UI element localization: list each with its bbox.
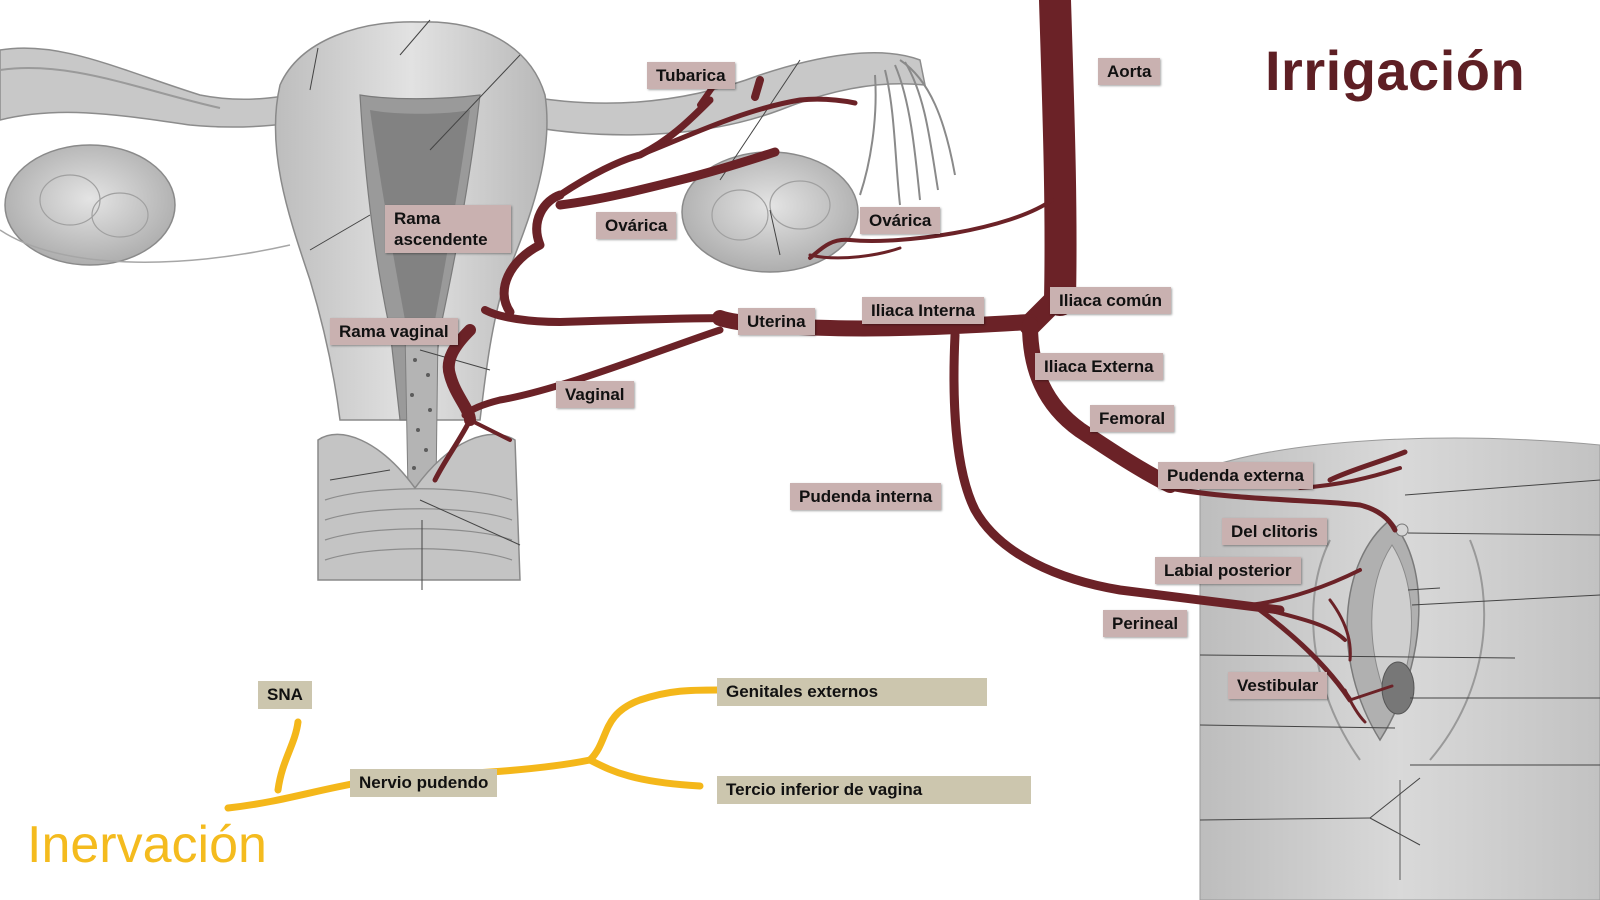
- aorta-vessel: [1039, 0, 1077, 316]
- label-iliaca-interna: Iliaca Interna: [862, 297, 984, 324]
- label-pudenda-externa: Pudenda externa: [1158, 462, 1313, 489]
- label-genitales-externos: Genitales externos: [717, 678, 987, 706]
- vaginal-branch: [442, 324, 476, 426]
- innervation-title: Inervación: [27, 816, 267, 874]
- external-pudendal-vessel: [1167, 485, 1398, 533]
- label-sna: SNA: [258, 681, 312, 709]
- label-labial-posterior: Labial posterior: [1155, 557, 1301, 584]
- branch-to-external-genitals: [586, 686, 722, 764]
- label-vestibular: Vestibular: [1228, 672, 1328, 699]
- label-pudenda-interna: Pudenda interna: [790, 483, 942, 510]
- internal-pudendal-vessel: [949, 330, 1285, 615]
- ovarian-branch: [555, 147, 780, 210]
- label-perineal: Perineal: [1103, 610, 1188, 637]
- label-iliaca-externa: Iliaca Externa: [1035, 353, 1163, 380]
- label-femoral: Femoral: [1090, 405, 1175, 432]
- vulva-illustration: [1199, 437, 1600, 900]
- label-rama-vaginal: Rama vaginal: [330, 318, 458, 345]
- sna-nerve-line: [274, 718, 302, 794]
- label-ovarica-uterine: Ovárica: [596, 212, 677, 239]
- label-aorta: Aorta: [1098, 58, 1161, 85]
- label-ovarica-aortic: Ovárica: [860, 207, 941, 234]
- label-vaginal: Vaginal: [556, 381, 634, 408]
- irrigation-title: Irrigación: [1265, 39, 1526, 102]
- branch-to-lower-vagina: [586, 756, 704, 790]
- ovarian-artery-from-aorta: [808, 198, 1054, 260]
- label-tubarica: Tubarica: [647, 62, 735, 89]
- external-iliac-vessel: [1022, 317, 1178, 493]
- ascending-branch: [499, 190, 565, 317]
- label-rama-ascendente: Rama ascendente: [385, 205, 511, 253]
- label-nervio-pudendo: Nervio pudendo: [350, 769, 498, 797]
- uterine-artery: [481, 306, 744, 326]
- label-del-clitoris: Del clitoris: [1222, 518, 1327, 545]
- label-tercio-inferior: Tercio inferior de vagina: [717, 776, 1031, 804]
- label-iliaca-comun: Iliaca común: [1050, 287, 1171, 314]
- vaginal-artery: [461, 326, 724, 419]
- label-uterina: Uterina: [738, 308, 815, 335]
